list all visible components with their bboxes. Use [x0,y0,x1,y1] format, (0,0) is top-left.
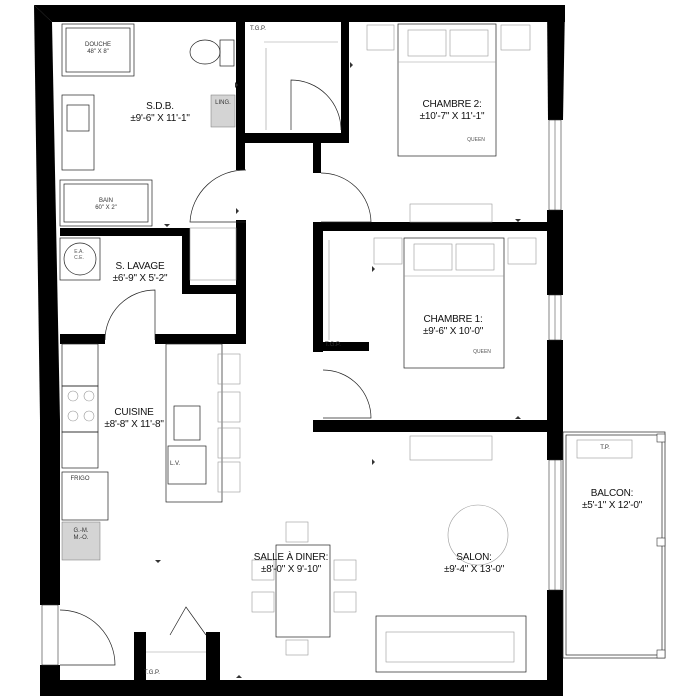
room-label-lavage: S. LAVAGE ±6'-9" X 5'-2" [100,261,180,284]
living-room [375,435,527,673]
gm-label: G.-M. [73,528,89,534]
room-name-sdb: S.D.B. [146,101,174,112]
room-label-cuisine: CUISINE ±8'-8" X 11'-8" [96,407,172,430]
room-dim-chambre2: ±10'-7" X 11'-1" [419,110,485,122]
fixture-label-douche: DOUCHE 48" X 8" [76,42,120,56]
room-label-balcon: BALCON: ±5'-1" X 12'-0" [572,488,652,511]
room-name-balcon: BALCON: [590,488,634,499]
wall-right-mid2 [547,340,563,460]
fixture-label-gm-mo: G.-M. M.-O. [66,528,96,542]
room-name-lavage: S. LAVAGE [115,261,165,272]
douche-label: DOUCHE [84,42,111,48]
douche-dim: 48" X 8" [87,48,109,55]
ea-label: E.A. [74,249,84,255]
room-name-chambre1: CHAMBRE 1: [423,314,483,325]
fixture-label-lv: L.V. [169,461,181,467]
doors [59,79,372,666]
beds [366,23,537,369]
room-name-chambre2: CHAMBRE 2: [422,99,482,110]
room-name-cuisine: CUISINE [114,407,154,418]
exterior-walls [34,5,565,696]
interior-walls [60,22,553,682]
wall-top [34,5,565,22]
room-name-salon: SALON: [456,552,492,563]
room-dim-cuisine: ±8'-8" X 11'-8" [104,418,164,430]
bain-label: BAIN [98,198,113,204]
room-label-chambre1: CHAMBRE 1: ±9'-6" X 10'-0" [408,314,498,337]
room-label-chambre2: CHAMBRE 2: ±10'-7" X 11'-1" [402,99,502,122]
room-label-salon: SALON: ±9'-4" X 13'-0" [432,552,516,575]
laundry [59,227,237,281]
wall-left-lower [40,420,60,605]
bed-label-queen-1: QUEEN [473,349,491,355]
room-dim-balcon: ±5'-1" X 12'-0" [581,499,643,511]
closets [146,41,338,653]
room-dim-chambre1: ±9'-6" X 10'-0" [422,325,484,337]
ce-label: C.E. [74,254,84,261]
room-dim-sdb: ±9'-6" X 11'-1" [130,112,190,124]
bed-label-queen-2: QUEEN [467,137,485,143]
balcony [562,431,666,659]
dining [251,521,357,656]
room-label-sdb: S.D.B. ±9'-6" X 11'-1" [115,101,205,124]
wall-left-bottom [40,665,60,696]
room-dim-salon: ±9'-4" X 13'-0" [443,563,505,575]
bain-dim: 60" X 2" [95,204,117,211]
fixture-label-tgp-2: T.G.P. [325,342,341,348]
kitchen [61,343,241,561]
room-dim-lavage: ±6'-9" X 5'-2" [112,272,168,284]
bathroom-fixtures [59,23,236,227]
room-name-salle-diner: SALLE À DINER: [253,552,329,563]
markers [155,62,521,678]
wall-right-upper [547,5,565,120]
fixture-label-tgp-3: T.G.P. [144,670,160,676]
mo-label: M.-O. [73,534,89,541]
fixture-label-tp: T.P. [600,445,610,451]
fixture-label-frigo: FRIGO [70,476,90,482]
fixture-label-bain: BAIN 60" X 2" [86,198,126,212]
wall-right-mid1 [547,210,563,295]
room-dim-salle-diner: ±8'-0" X 9'-10" [260,563,322,575]
windows [41,119,562,666]
wall-bottom [40,680,563,696]
wall-right-lower [547,590,563,696]
wall-left-upper [34,5,60,420]
fixture-label-ea-ce: E.A. C.E. [69,249,89,262]
fixture-label-ling: LING. [215,100,231,106]
room-label-salle-diner: SALLE À DINER: ±8'-0" X 9'-10" [244,552,338,575]
fixture-label-tgp-1: T.G.P. [250,26,266,32]
